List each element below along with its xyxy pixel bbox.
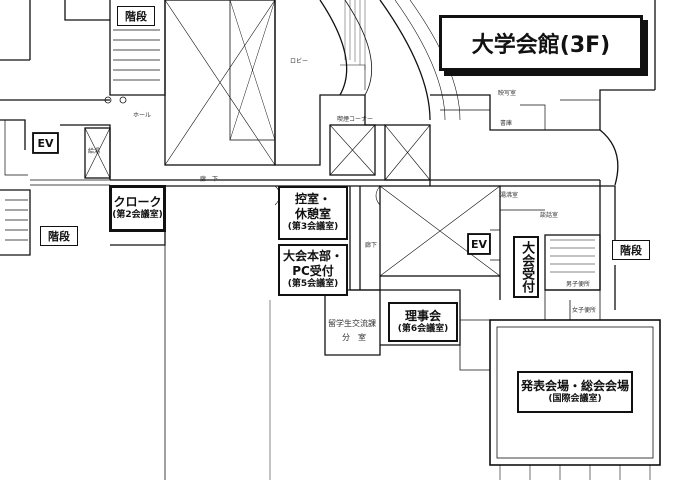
room-hikae-line1: 控室・ — [294, 192, 331, 207]
room-happyou-number: (国際会議室) — [548, 393, 602, 404]
label-lounge: 談話室 — [540, 212, 559, 219]
room-honbu-number: (第5会議室) — [287, 279, 339, 290]
elevator-label-right: EV — [468, 234, 490, 254]
stairs-label-right: 階段 — [612, 240, 650, 260]
map-title: 大学会館(3F) — [439, 15, 643, 71]
label-corridor: 廊 下 — [200, 176, 219, 183]
label-lobby: ロビー — [290, 58, 309, 65]
label-kitsuen: 喫煙コーナー — [337, 116, 374, 123]
label-projection: 映写室 — [498, 90, 517, 97]
room-rijikai-number: (第6会議室) — [397, 323, 449, 334]
room-uketsuke: 大会受付 — [513, 236, 539, 298]
label-ryugaku: 留学生交流課 — [328, 319, 376, 328]
label-toilet-women: 女子便所 — [572, 307, 597, 314]
room-honbu-line2: PC受付 — [292, 264, 334, 279]
room-cloak-number: (第2会議室) — [112, 210, 163, 221]
room-hikae: 控室・ 休憩室 (第3会議室) — [278, 186, 348, 240]
room-hikae-number: (第3会議室) — [287, 222, 339, 233]
room-cloak-name: クローク — [113, 195, 162, 210]
label-toilet-men: 男子便所 — [566, 281, 591, 288]
label-bunshitsu: 分 室 — [342, 333, 366, 342]
label-hall: ホール — [133, 112, 152, 119]
label-kitchenette: 湯沸室 — [500, 192, 519, 199]
label-archive: 書庫 — [500, 120, 513, 127]
elevator-label-left: EV — [33, 133, 58, 153]
label-kyuuto: 給湯 — [88, 148, 101, 155]
label-corridor-2: 廊下 — [365, 242, 378, 249]
room-rijikai: 理事会 (第6会議室) — [388, 302, 458, 342]
room-uketsuke-name: 大会受付 — [519, 241, 535, 293]
stairs-label-left: 階段 — [40, 226, 78, 246]
stairs-label-top: 階段 — [117, 6, 155, 26]
room-happyou: 発表会場・総会会場 (国際会議室) — [517, 371, 633, 413]
room-hikae-line2: 休憩室 — [294, 207, 331, 222]
room-honbu-line1: 大会本部・ — [282, 249, 343, 264]
room-rijikai-name: 理事会 — [404, 308, 441, 323]
room-honbu: 大会本部・ PC受付 (第5会議室) — [278, 244, 348, 296]
room-happyou-name: 発表会場・総会会場 — [520, 378, 629, 393]
room-cloak: クローク (第2会議室) — [110, 186, 165, 231]
